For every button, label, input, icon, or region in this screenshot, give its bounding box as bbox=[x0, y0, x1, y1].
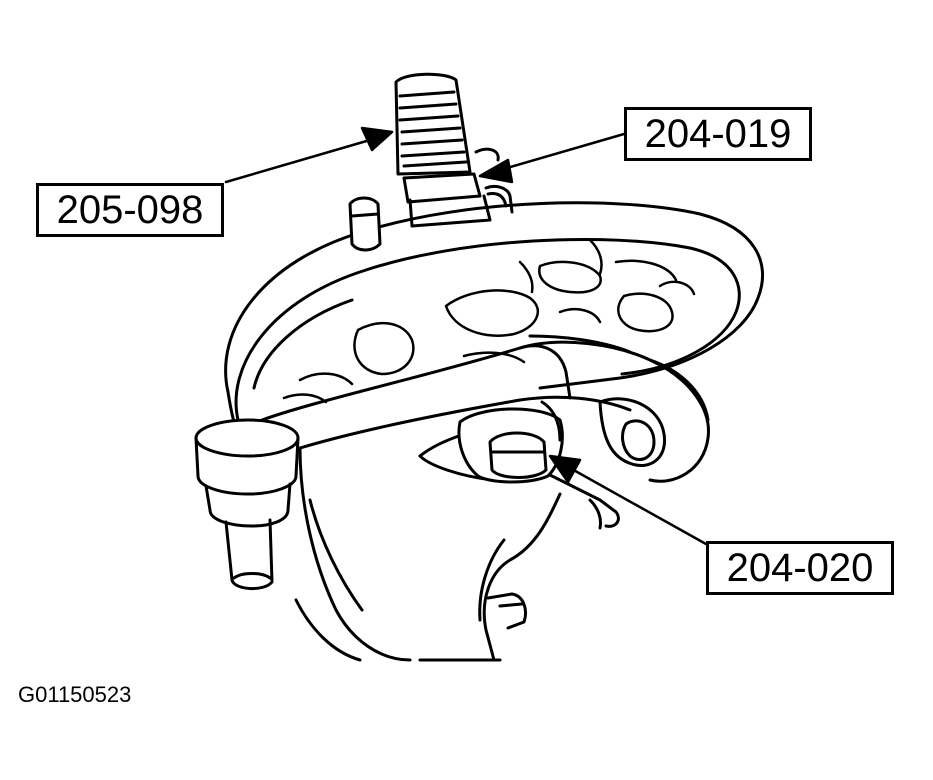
cylindrical-adapter bbox=[194, 418, 300, 590]
knuckle-body bbox=[260, 334, 710, 662]
arrowhead-204-019 bbox=[478, 158, 514, 184]
arrowhead-205-098 bbox=[360, 126, 394, 152]
center-bolt bbox=[457, 400, 564, 484]
arrowhead-204-020 bbox=[548, 454, 582, 484]
callout-204-020: 204-020 bbox=[706, 541, 894, 595]
leader-204-019 bbox=[498, 132, 626, 172]
threaded-stud bbox=[394, 72, 492, 228]
figure-id-label: G01150523 bbox=[18, 682, 132, 707]
callout-205-098: 205-098 bbox=[36, 183, 224, 237]
callout-204-019: 204-019 bbox=[624, 107, 812, 161]
leader-arrows bbox=[224, 126, 708, 546]
hub-adapter bbox=[474, 147, 514, 214]
wheel-stud bbox=[348, 196, 382, 252]
rotor-face-details bbox=[282, 238, 696, 404]
leader-204-020 bbox=[568, 466, 708, 546]
leader-205-098 bbox=[224, 138, 372, 184]
